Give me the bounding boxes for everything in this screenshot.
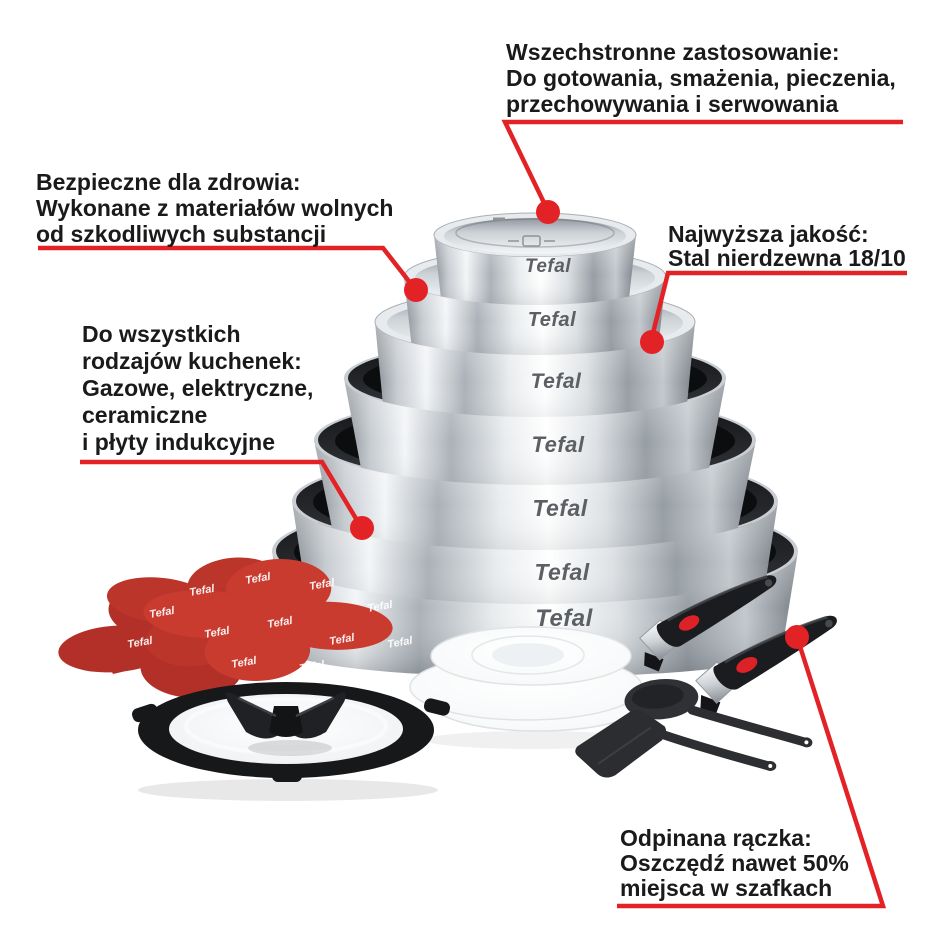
callout-line: Wykonane z materiałów wolnych	[36, 195, 394, 221]
svg-text:Tefal: Tefal	[328, 632, 356, 648]
brand-logo: Tefal	[531, 370, 582, 393]
brand-logo: Tefal	[531, 432, 584, 457]
pointer-line-safe	[38, 245, 417, 291]
pointer-dot-hobs	[350, 516, 374, 540]
svg-text:Tefal: Tefal	[188, 583, 216, 599]
svg-text:Tefal: Tefal	[244, 571, 272, 587]
svg-text:Tefal: Tefal	[298, 659, 326, 675]
callout-line: od szkodliwych substancji	[36, 221, 327, 247]
butterfly-handle	[226, 692, 346, 739]
callout-line: Do wszystkich	[82, 321, 241, 347]
callout-line: miejsca w szafkach	[620, 875, 833, 901]
brand-logo: Tefal	[532, 495, 587, 521]
pointer-line-hobs	[80, 459, 363, 529]
svg-text:Tefal: Tefal	[148, 605, 176, 621]
svg-text:Tefal: Tefal	[126, 635, 154, 651]
saucepan-small-body: Tefal	[434, 235, 636, 323]
felt-protectors: Tefal Tefal Tefal Tefal Tefal Tefal Tefa…	[28, 536, 414, 715]
pointer-line-versatile	[501, 119, 903, 212]
pointer-dot-versatile	[536, 200, 560, 224]
callout-top-quality: Najwyższa jakość: Stal nierdzewna 18/10	[668, 222, 906, 270]
callout-line: Gazowe, elektryczne,	[82, 375, 314, 401]
measurement-marks	[493, 217, 555, 247]
pointer-dot-quality	[640, 330, 664, 354]
saucepan-small-rim	[433, 212, 637, 258]
callout-versatile-use: Wszechstronne zastosowanie: Do gotowania…	[506, 39, 896, 117]
svg-text:Tefal: Tefal	[366, 599, 394, 615]
callout-line: Najwyższa jakość:	[668, 221, 869, 247]
pointer-line-handle	[617, 636, 887, 909]
callout-line: Odpinana rączka:	[620, 825, 812, 851]
felt-brand-pattern: Tefal Tefal Tefal Tefal Tefal Tefal Tefa…	[126, 571, 414, 675]
callout-all-hobs: Do wszystkich rodzajów kuchenek: Gazowe,…	[82, 321, 313, 456]
callout-line: Do gotowania, smażenia, pieczenia,	[506, 65, 896, 91]
brand-logo: Tefal	[528, 309, 576, 331]
callout-line: Wszechstronne zastosowanie:	[506, 39, 840, 65]
spatula	[575, 710, 777, 778]
svg-text:Tefal: Tefal	[308, 577, 336, 593]
callout-line: Oszczędź nawet 50%	[620, 850, 849, 876]
svg-text:Tefal: Tefal	[230, 655, 258, 671]
brand-logo: Tefal	[534, 559, 589, 585]
utensils	[575, 678, 813, 778]
svg-text:Tefal: Tefal	[386, 635, 414, 651]
brand-logo: Tefal	[525, 256, 571, 277]
svg-text:Tefal: Tefal	[203, 625, 231, 641]
saucepan-medium-body: Tefal	[404, 277, 666, 375]
callout-line: Bezpieczne dla zdrowia:	[36, 169, 301, 195]
glass-lid	[132, 682, 451, 801]
callout-pointers	[38, 119, 907, 909]
callout-line: Stal nierdzewna 18/10	[668, 245, 906, 271]
pointer-dot-handle	[785, 625, 809, 649]
spoon	[624, 678, 813, 748]
callout-line: rodzajów kuchenek:	[82, 348, 302, 374]
callout-removable-handle: Odpinana rączka: Oszczędź nawet 50% miej…	[620, 826, 849, 901]
svg-text:Tefal: Tefal	[266, 615, 294, 631]
glass-lid-shadow	[138, 779, 438, 801]
callout-line: ceramiczne	[82, 402, 208, 428]
callout-line: przechowywania i serwowania	[506, 91, 839, 117]
pointer-line-quality	[648, 270, 907, 342]
plastic-lids	[409, 626, 646, 749]
callout-line: i płyty indukcyjne	[82, 429, 275, 455]
pointer-dot-safe	[404, 278, 428, 302]
callout-health-safe: Bezpieczne dla zdrowia: Wykonane z mater…	[36, 169, 393, 247]
